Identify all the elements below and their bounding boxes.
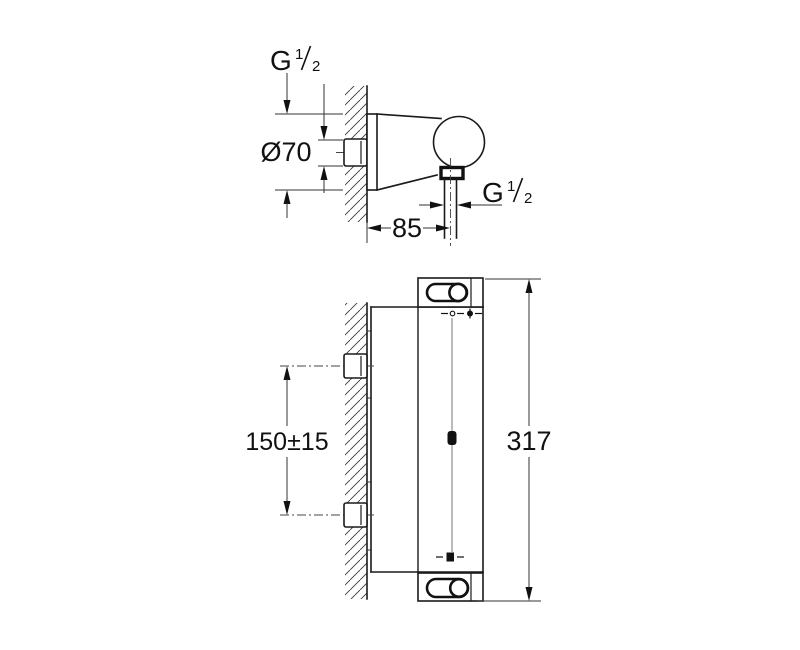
arrowhead-down xyxy=(525,587,533,601)
fraction-slash xyxy=(300,45,312,71)
top-view: G 1 2 Ø70 G 1 2 xyxy=(260,45,532,246)
dimension-inlet-thread: G 1 2 xyxy=(270,45,328,193)
mounting-union-bottom xyxy=(280,502,374,528)
arrowhead-left xyxy=(367,224,381,232)
outlet-thread-label-g: G xyxy=(482,177,504,208)
holder-bottom-edge xyxy=(376,174,438,191)
bottom-centerline-marker xyxy=(436,552,464,562)
overall-height-label: 317 xyxy=(506,426,551,456)
arrowhead-right xyxy=(436,224,450,232)
holder-top-edge xyxy=(376,113,442,120)
dimension-outlet-thread: G 1 2 xyxy=(419,177,532,209)
outlet-collar xyxy=(439,165,465,181)
mounting-spacing-label: 150±15 xyxy=(245,428,328,456)
projection-label: 85 xyxy=(392,213,422,243)
arrowhead-up xyxy=(283,366,291,380)
inlet-thread-label-numerator: 1 xyxy=(295,46,303,63)
dimension-mounting-spacing: 150±15 xyxy=(245,366,329,515)
extension-lines xyxy=(275,113,343,191)
top-handle xyxy=(417,277,484,308)
mounting-union-top xyxy=(280,353,374,379)
dimension-projection: 85 xyxy=(367,213,450,243)
arrowhead-left xyxy=(457,201,471,209)
top-handle-knob xyxy=(448,282,468,303)
top-centerline-marker xyxy=(441,308,482,319)
arrowhead-right xyxy=(430,201,444,209)
outlet-thread-label-denominator: 2 xyxy=(524,190,532,207)
mid-body-marker xyxy=(447,431,457,445)
arrowhead-up xyxy=(525,279,533,293)
dimension-escutcheon-diameter: Ø70 xyxy=(260,73,312,218)
holder-ball xyxy=(432,115,486,169)
dimension-overall-height: 317 xyxy=(477,278,552,602)
arrowhead-down xyxy=(283,100,291,114)
bottom-view: 150±15 317 xyxy=(245,277,552,602)
fraction-slash xyxy=(512,177,524,203)
mixer-body xyxy=(370,306,484,573)
arrowhead-down xyxy=(283,501,291,515)
arrowhead-up xyxy=(320,166,328,180)
outlet-thread-label-numerator: 1 xyxy=(507,178,515,195)
holder-escutcheon xyxy=(366,113,378,191)
inlet-thread-label-denominator: 2 xyxy=(312,58,320,75)
escutcheon-diameter-label: Ø70 xyxy=(260,137,311,167)
bottom-handle xyxy=(417,572,484,602)
shower-holder xyxy=(366,113,486,246)
arrowhead-down xyxy=(320,126,328,140)
bottom-handle-knob xyxy=(448,577,470,599)
mixer-body-fill xyxy=(371,307,483,572)
wall-hatch xyxy=(345,303,367,599)
inlet-thread-label-g: G xyxy=(270,45,292,76)
arrowhead-up xyxy=(283,190,291,204)
body-centerline-group xyxy=(436,308,482,562)
